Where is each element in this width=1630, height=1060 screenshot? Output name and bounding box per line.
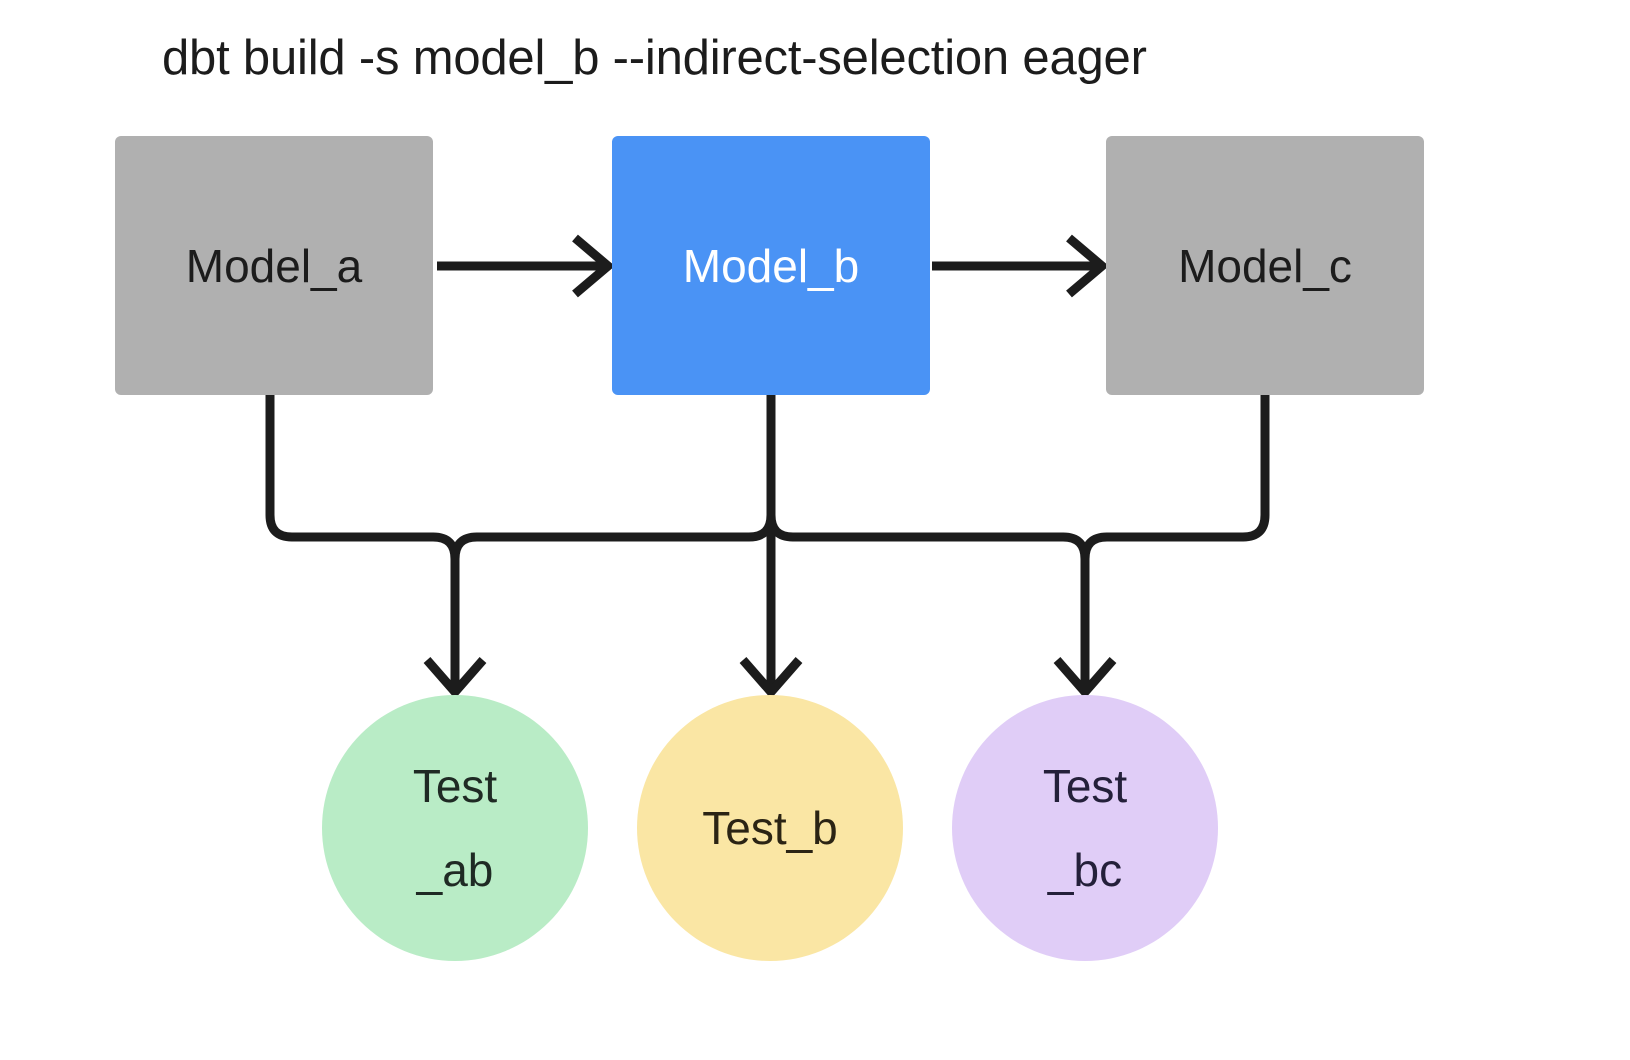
- edge-model-b-to-test-ab: [450, 395, 776, 660]
- edge-model-a-to-model-b: [437, 234, 615, 298]
- node-model-c-label: Model_c: [1178, 239, 1352, 292]
- edge-model-b-to-test-bc: [766, 395, 1090, 660]
- arrowhead-test-ab: [423, 560, 487, 699]
- node-model-b[interactable]: Model_b: [612, 136, 930, 395]
- node-test-bc-label-line1: Test: [1042, 760, 1128, 812]
- node-test-bc-label-line2: _bc: [1047, 844, 1123, 896]
- node-test-ab-label-line2: _ab: [416, 844, 494, 896]
- node-test-b[interactable]: Test_b: [637, 695, 903, 961]
- node-model-a[interactable]: Model_a: [115, 136, 433, 395]
- edge-model-a-to-test-ab: [265, 395, 460, 660]
- node-model-c[interactable]: Model_c: [1106, 136, 1424, 395]
- node-model-b-label: Model_b: [682, 239, 860, 292]
- node-model-a-label: Model_a: [185, 239, 363, 292]
- arrowhead-test-bc: [1053, 560, 1117, 699]
- edge-model-b-to-test-b: [739, 395, 803, 699]
- node-test-ab-label-line1: Test: [412, 760, 498, 812]
- page-title: dbt build -s model_b --indirect-selectio…: [162, 31, 1147, 85]
- node-test-b-label-line1: Test_b: [702, 802, 838, 854]
- node-test-bc[interactable]: Test _bc: [952, 695, 1218, 961]
- edge-model-b-to-model-c: [932, 234, 1109, 298]
- node-test-ab[interactable]: Test _ab: [322, 695, 588, 961]
- edge-model-c-to-test-bc: [1080, 395, 1270, 660]
